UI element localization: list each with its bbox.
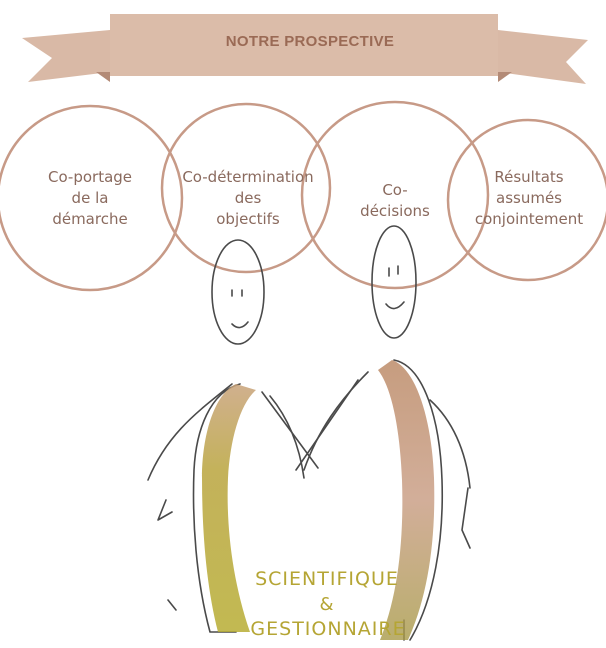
crossed-arms xyxy=(262,380,358,470)
caption-gestionnaire: GESTIONNAIRE xyxy=(250,618,406,640)
banner-right-tail xyxy=(498,30,588,84)
circle-label-resultats: Résultats assumés conjointement xyxy=(452,167,606,230)
circle-label-co-decisions: Co- décisions xyxy=(340,180,450,222)
left-smile xyxy=(232,322,248,328)
banner-right-fold xyxy=(498,72,512,82)
right-arm-outer xyxy=(430,400,470,488)
right-head xyxy=(372,226,416,338)
banner-left-fold xyxy=(96,72,110,82)
caption-ampersand: & xyxy=(252,594,402,615)
left-figure-fill xyxy=(202,384,256,632)
banner-title: NOTRE PROSPECTIVE xyxy=(200,33,420,50)
caption-scientifique: SCIENTIFIQUE xyxy=(252,568,402,590)
circle-label-co-determination: Co-détermination des objectifs xyxy=(158,167,338,230)
left-eyes xyxy=(232,290,242,296)
right-arm-inner xyxy=(304,372,368,470)
right-eyes xyxy=(389,266,398,276)
left-head xyxy=(212,240,264,344)
right-smile xyxy=(386,302,404,309)
circle-label-co-portage: Co-portage de la démarche xyxy=(20,167,160,230)
banner-left-tail xyxy=(22,30,110,82)
left-hand xyxy=(158,500,176,610)
